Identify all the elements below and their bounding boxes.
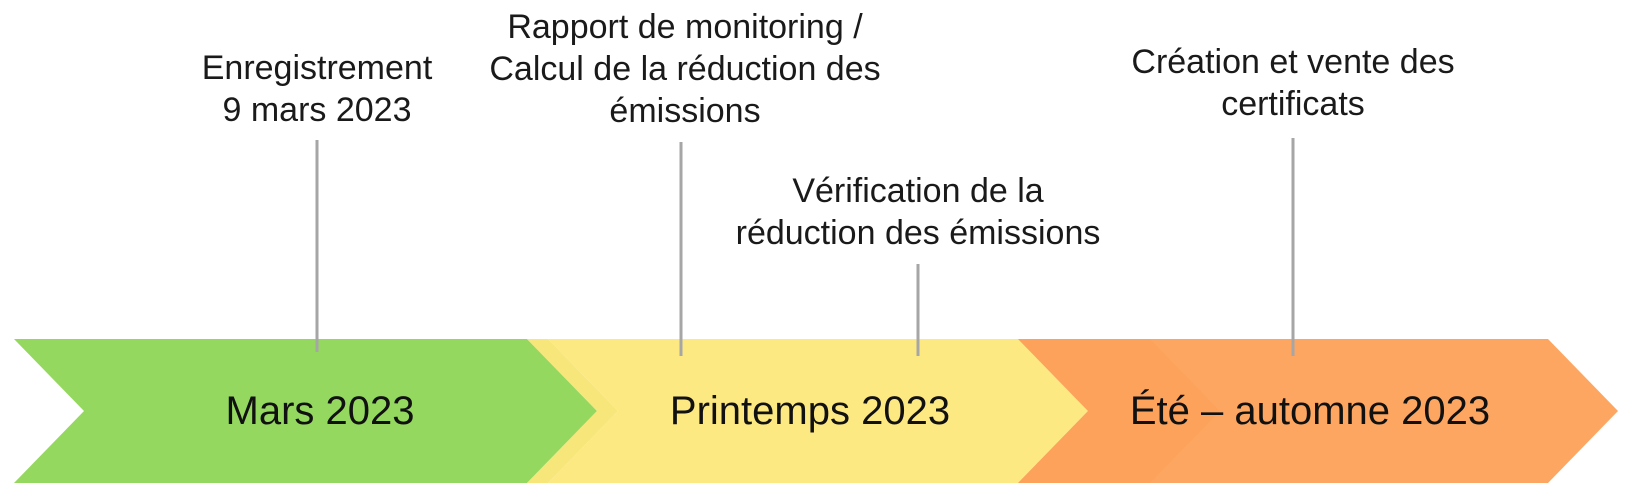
phase-arrow-mars — [14, 339, 597, 483]
milestone-line: Rapport de monitoring / — [507, 8, 863, 46]
milestone-line: Création et vente des — [1131, 43, 1455, 81]
milestone-label-certificats: Création et vente des certificats — [1131, 41, 1454, 125]
milestone-line: émissions — [609, 92, 761, 130]
milestone-label-verification: Vérification de la réduction des émissio… — [736, 170, 1101, 254]
phase-label-mars: Mars 2023 — [225, 389, 415, 433]
milestone-line: Enregistrement — [201, 49, 433, 87]
phase-arrow-ete-automne-shade — [1018, 339, 1220, 483]
phase-arrow-printemps — [548, 339, 1088, 483]
phase-label-printemps: Printemps 2023 — [669, 389, 951, 433]
phase-arrow-printemps-shadow — [527, 339, 618, 483]
milestone-line: réduction des émissions — [735, 214, 1101, 252]
milestone-line: 9 mars 2023 — [222, 91, 412, 129]
milestone-label-enregistrement: Enregistrement 9 mars 2023 — [202, 47, 433, 131]
phase-label-ete-automne: Été – automne 2023 — [1129, 389, 1491, 433]
milestone-label-rapport: Rapport de monitoring / Calcul de la réd… — [489, 6, 880, 132]
milestone-line: Vérification de la — [792, 172, 1044, 210]
milestone-line: certificats — [1221, 85, 1365, 123]
milestone-line: Calcul de la réduction des — [489, 50, 881, 88]
